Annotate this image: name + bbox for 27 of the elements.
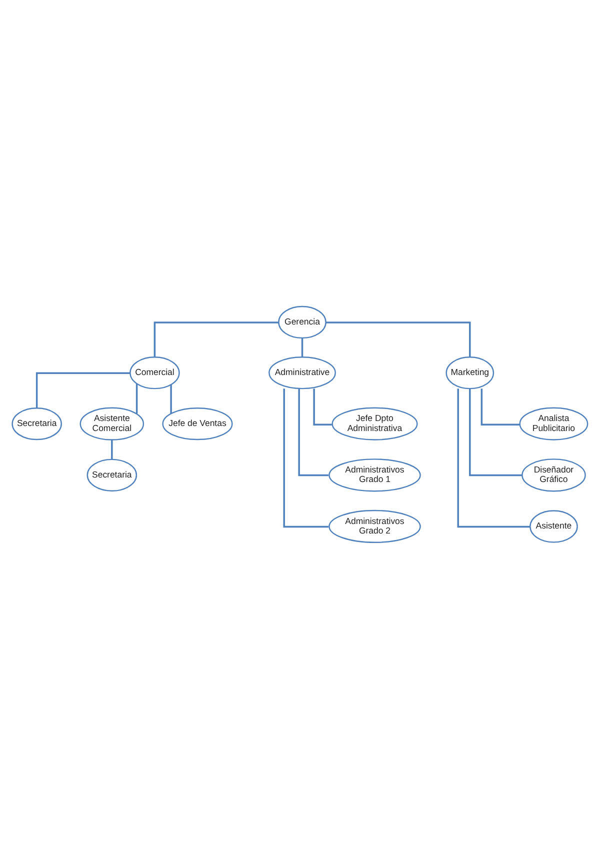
node-ellipse: Gerencia: [278, 305, 326, 338]
connector: [326, 321, 471, 356]
connector: [480, 388, 520, 425]
node-ellipse: Secretaria: [12, 407, 62, 440]
connector: [111, 440, 113, 459]
node-ellipse: Secretaria: [86, 458, 138, 491]
node-ellipse: Jefe de Ventas: [162, 407, 233, 440]
connector: [301, 337, 304, 356]
connector: [136, 383, 138, 414]
node-ellipse: Asistente: [530, 510, 578, 542]
connector: [154, 321, 279, 356]
node-ellipse: Administrativos Grado 1: [328, 458, 421, 492]
node-ellipse: Asistente Comercial: [80, 406, 144, 440]
connector: [170, 384, 172, 413]
connector: [283, 388, 328, 528]
node-ellipse: Administrative: [268, 356, 336, 389]
node-ellipse: Administrativos Grado 2: [328, 509, 421, 543]
node-ellipse: Marketing: [446, 356, 494, 389]
connector: [36, 372, 130, 408]
connector: [457, 388, 530, 528]
connector: [298, 388, 328, 476]
connector: [469, 388, 522, 476]
node-ellipse: Diseñador Gráfico: [522, 458, 586, 492]
node-ellipse: Jefe Dpto Administrativa: [332, 406, 418, 440]
node-ellipse: Analista Publicitario: [519, 406, 588, 440]
node-ellipse: Comercial: [130, 356, 180, 389]
connector: [313, 388, 332, 425]
